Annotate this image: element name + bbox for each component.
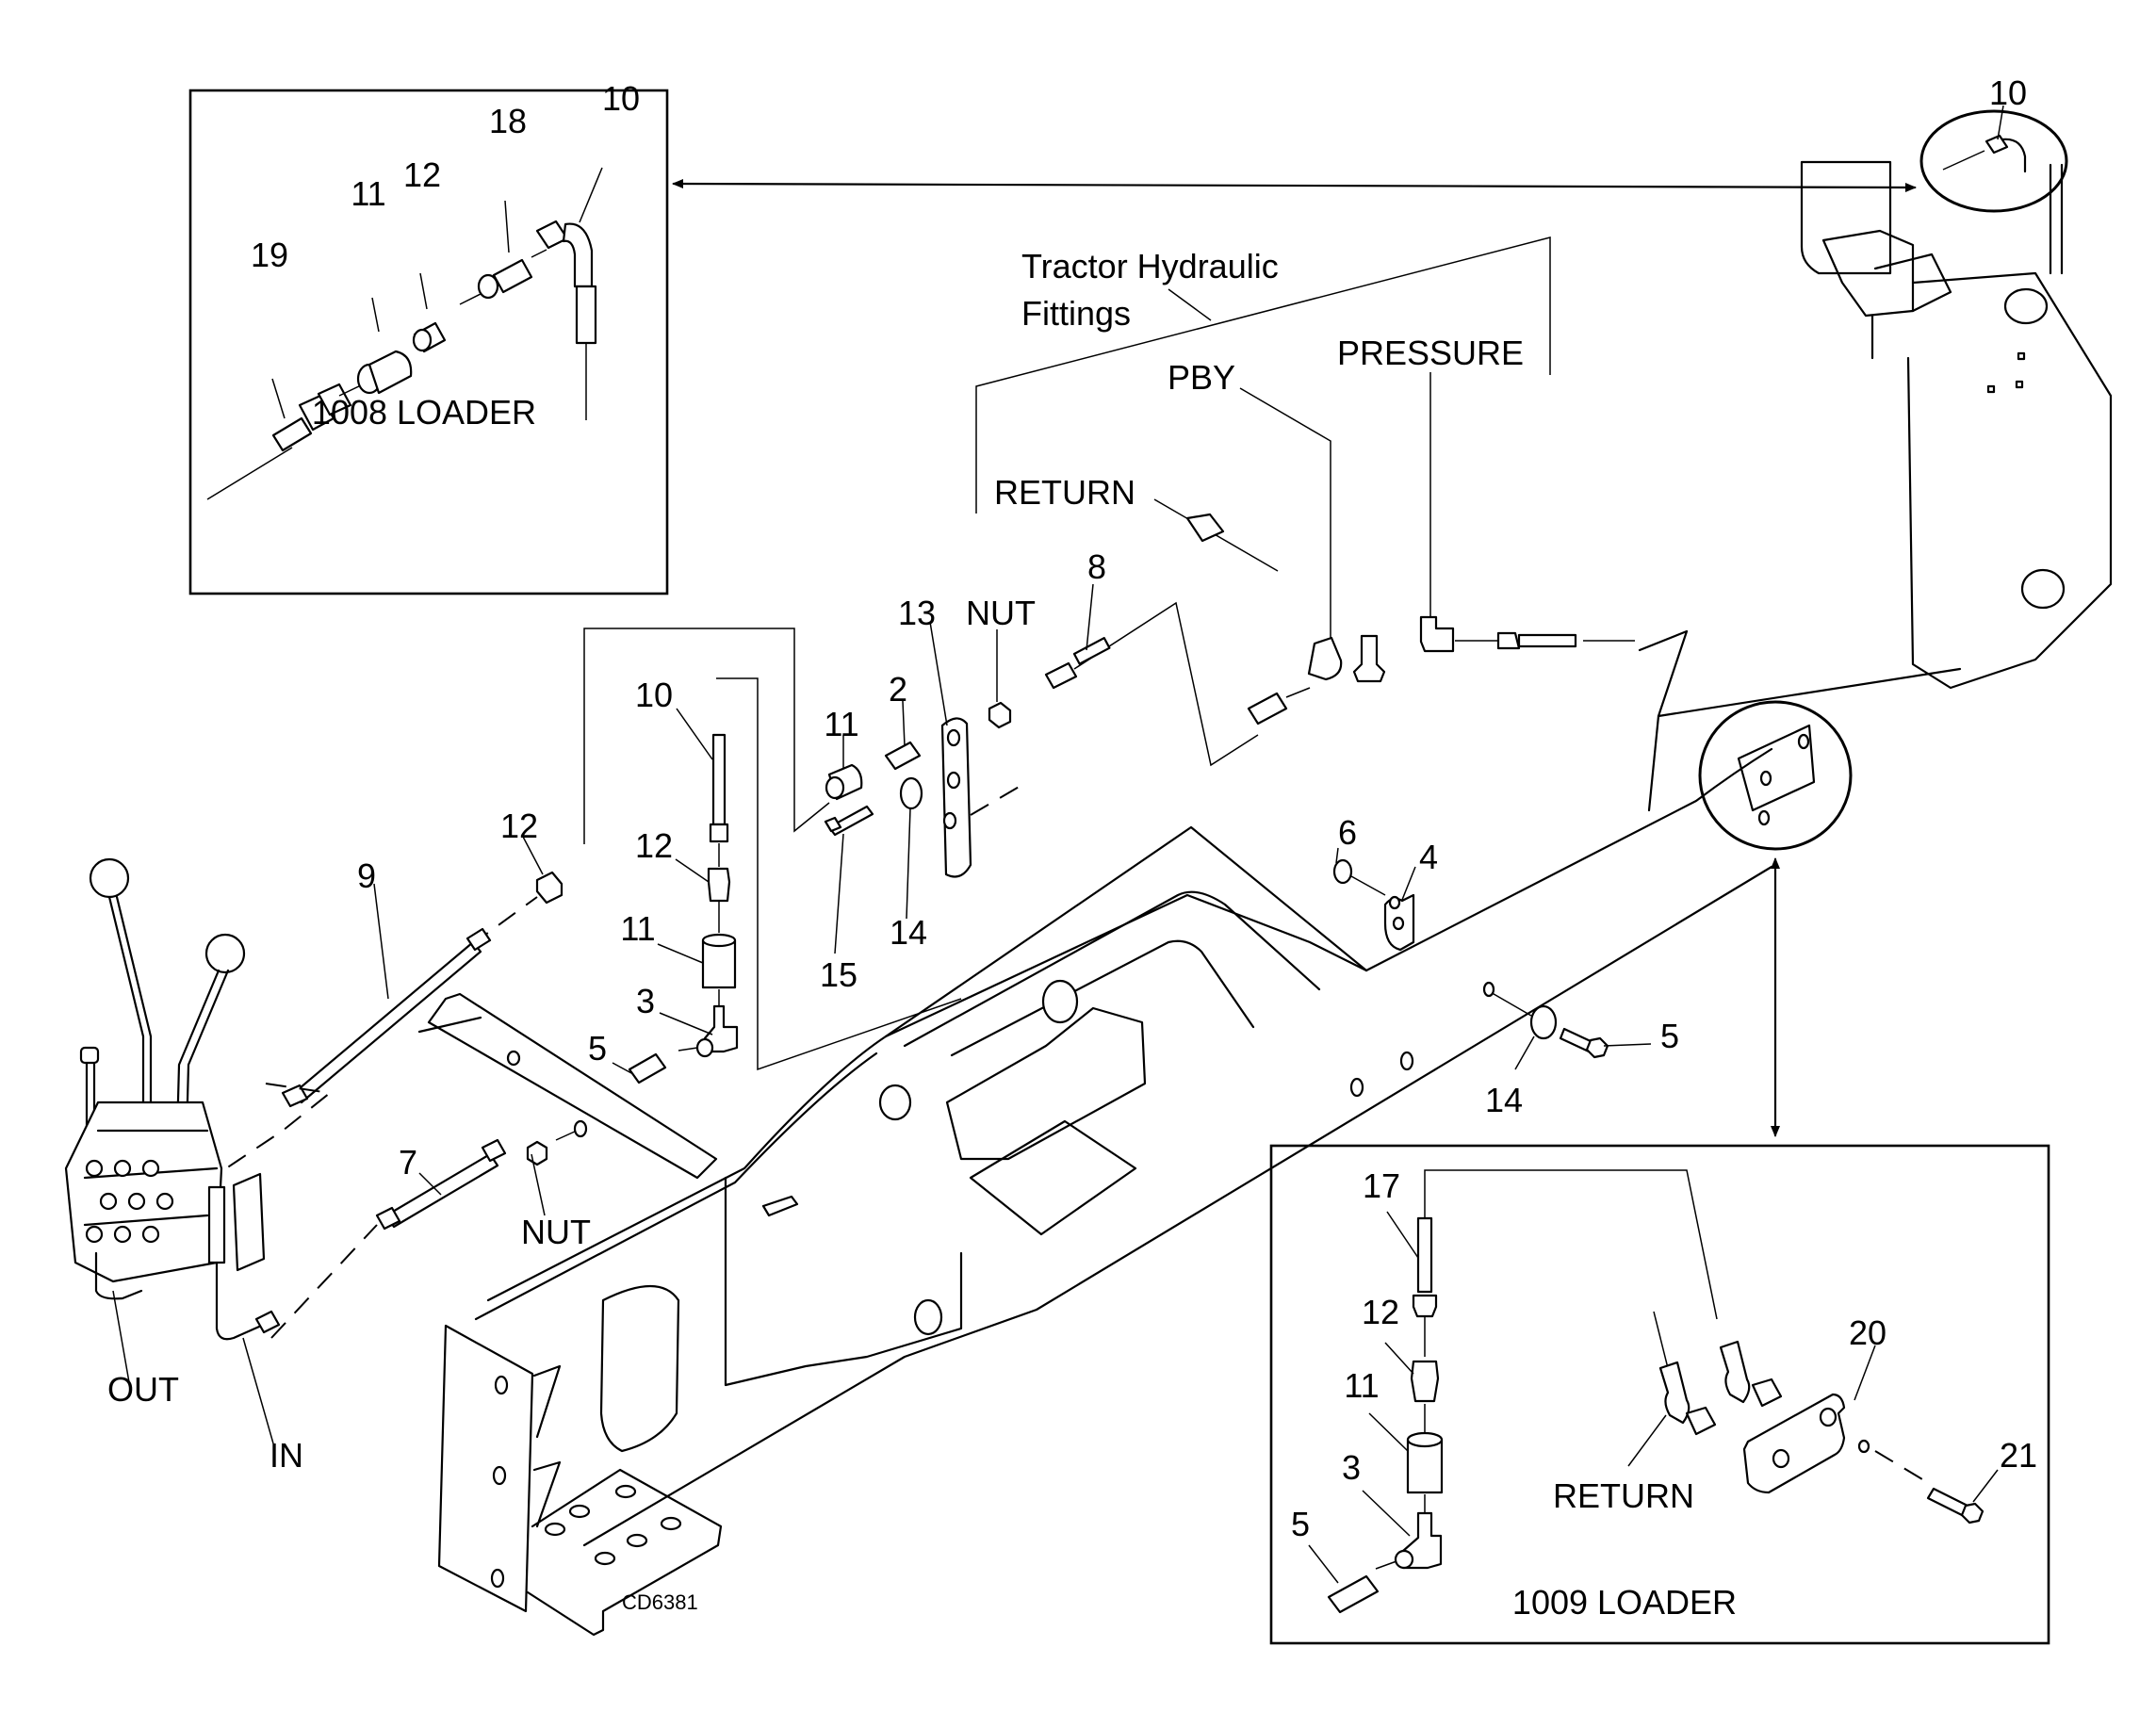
nut-label-left: NUT bbox=[521, 1213, 591, 1251]
callout-12-1009: 12 bbox=[1362, 1293, 1399, 1331]
callout-5-1009: 5 bbox=[1291, 1505, 1310, 1543]
callout-14-mid: 14 bbox=[890, 913, 927, 952]
detail-circle-icon bbox=[1919, 105, 2068, 213]
nut-6-icon bbox=[1332, 858, 1353, 885]
tractor-hydraulic-subtitle: Fittings bbox=[1021, 294, 1131, 333]
adapter-12-icon bbox=[707, 867, 731, 903]
elbow-3-1009-icon bbox=[1401, 1511, 1443, 1570]
callout-12-left: 12 bbox=[500, 807, 538, 845]
tractor-hydraulic-title: Tractor Hydraulic bbox=[1021, 247, 1279, 285]
in-label: IN bbox=[270, 1436, 303, 1475]
inset-1009-title: 1009 LOADER bbox=[1512, 1583, 1737, 1622]
callout-10-top-right: 10 bbox=[1989, 73, 2027, 112]
callout-11-1009: 11 bbox=[1344, 1366, 1379, 1405]
callout-5-right: 5 bbox=[1660, 1017, 1679, 1055]
callout-4: 4 bbox=[1419, 838, 1438, 876]
fitting-12-icon bbox=[412, 293, 482, 353]
callout-17: 17 bbox=[1363, 1166, 1400, 1205]
nut-top-icon bbox=[988, 701, 1012, 729]
callout-7: 7 bbox=[399, 1143, 417, 1182]
fitting-5-1009-icon bbox=[1327, 1574, 1380, 1614]
return-coupler-icon bbox=[1185, 513, 1225, 543]
leader-10 bbox=[579, 167, 603, 223]
callout-5-mid: 5 bbox=[588, 1029, 607, 1068]
diagram-id: CD6381 bbox=[622, 1590, 698, 1614]
callout-14-right: 14 bbox=[1485, 1081, 1523, 1119]
callout-13: 13 bbox=[898, 594, 936, 632]
return-elbow-icon bbox=[1658, 1361, 1690, 1425]
fitting-11-icon bbox=[338, 350, 413, 397]
plug-icon bbox=[1352, 634, 1386, 683]
leader-18 bbox=[504, 200, 510, 253]
leader-11 bbox=[371, 297, 380, 333]
inset-1008-loader: 19 11 12 18 10 1008 LOADER bbox=[188, 79, 669, 595]
callout-10-mid: 10 bbox=[635, 676, 673, 714]
pby-elbow-icon bbox=[1307, 636, 1343, 681]
nut-left-icon bbox=[526, 1140, 548, 1166]
pressure-elbow-icon bbox=[1419, 615, 1455, 653]
inset-1009-frame bbox=[1269, 1144, 2050, 1645]
fitting-12-left-icon bbox=[535, 871, 564, 905]
callout-8: 8 bbox=[1087, 547, 1106, 586]
callout-12-mid: 12 bbox=[635, 826, 673, 865]
lever-knob-1-icon bbox=[89, 857, 130, 899]
callout-15: 15 bbox=[820, 955, 858, 994]
callout-9: 9 bbox=[357, 856, 376, 895]
fitting-5-icon bbox=[628, 1052, 667, 1084]
callout-11-mid: 11 bbox=[620, 909, 655, 948]
inset-1008-frame bbox=[188, 89, 669, 595]
lever-knob-2-icon bbox=[204, 933, 246, 974]
bracket-13-icon bbox=[940, 717, 972, 878]
block-20-icon bbox=[1742, 1393, 1846, 1494]
return-label-tractor: RETURN bbox=[994, 473, 1135, 512]
tractor-mount-bracket-icon bbox=[1800, 160, 2113, 690]
loader-control-valve-icon bbox=[64, 857, 281, 1341]
adapter-12-1009-icon bbox=[1410, 1360, 1440, 1403]
nut-label-top: NUT bbox=[966, 594, 1036, 632]
fitting-18-icon bbox=[477, 249, 547, 300]
tube-17-icon bbox=[1416, 1216, 1433, 1294]
tube-10-icon bbox=[711, 733, 727, 826]
fitting-2-icon bbox=[884, 741, 922, 771]
callout-3-1009: 3 bbox=[1342, 1448, 1361, 1487]
inset-1009-loader: 17 12 11 3 5 20 21 RETURN 1009 LOADER bbox=[1269, 1144, 2050, 1645]
callout-19: 19 bbox=[251, 236, 288, 274]
washer-14-icon bbox=[899, 776, 923, 810]
leader-12 bbox=[419, 272, 428, 310]
callout-12: 12 bbox=[403, 155, 441, 194]
callout-11-top: 11 bbox=[824, 705, 858, 743]
hose-end-8-icon bbox=[1044, 661, 1078, 690]
tractor-hydraulic-fittings-group: Tractor Hydraulic Fittings PRESSURE PBY … bbox=[975, 236, 1635, 726]
callout-20: 20 bbox=[1849, 1313, 1886, 1352]
fitting-19-icon bbox=[206, 383, 352, 500]
callout-2: 2 bbox=[889, 670, 907, 709]
detail-circle-lower-icon bbox=[1698, 700, 1853, 851]
callout-6: 6 bbox=[1338, 813, 1357, 852]
double-arrow-icon bbox=[672, 179, 1917, 192]
hose-9-icon bbox=[292, 940, 482, 1104]
callout-10: 10 bbox=[602, 79, 640, 118]
inset-1008-title: 1008 LOADER bbox=[312, 393, 536, 432]
fitting-10-elbow-icon bbox=[535, 220, 597, 420]
mounting-frame-icon bbox=[419, 631, 1962, 1637]
callout-21: 21 bbox=[2000, 1436, 2037, 1475]
callouts: 8 13 NUT 2 11 10 12 11 3 5 15 14 12 9 7 … bbox=[107, 547, 1679, 1475]
washer-14-right-icon bbox=[1529, 1004, 1558, 1040]
leader-19 bbox=[271, 378, 286, 419]
callout-3-mid: 3 bbox=[636, 982, 655, 1020]
return-label-1009: RETURN bbox=[1553, 1476, 1694, 1515]
callout-11: 11 bbox=[351, 174, 385, 213]
callout-18: 18 bbox=[489, 102, 527, 140]
pby-label: PBY bbox=[1168, 358, 1235, 397]
out-label: OUT bbox=[107, 1370, 179, 1409]
pressure-label: PRESSURE bbox=[1337, 334, 1524, 372]
fittings-bracket-line bbox=[975, 236, 1551, 514]
hose-routing bbox=[225, 601, 1609, 1339]
